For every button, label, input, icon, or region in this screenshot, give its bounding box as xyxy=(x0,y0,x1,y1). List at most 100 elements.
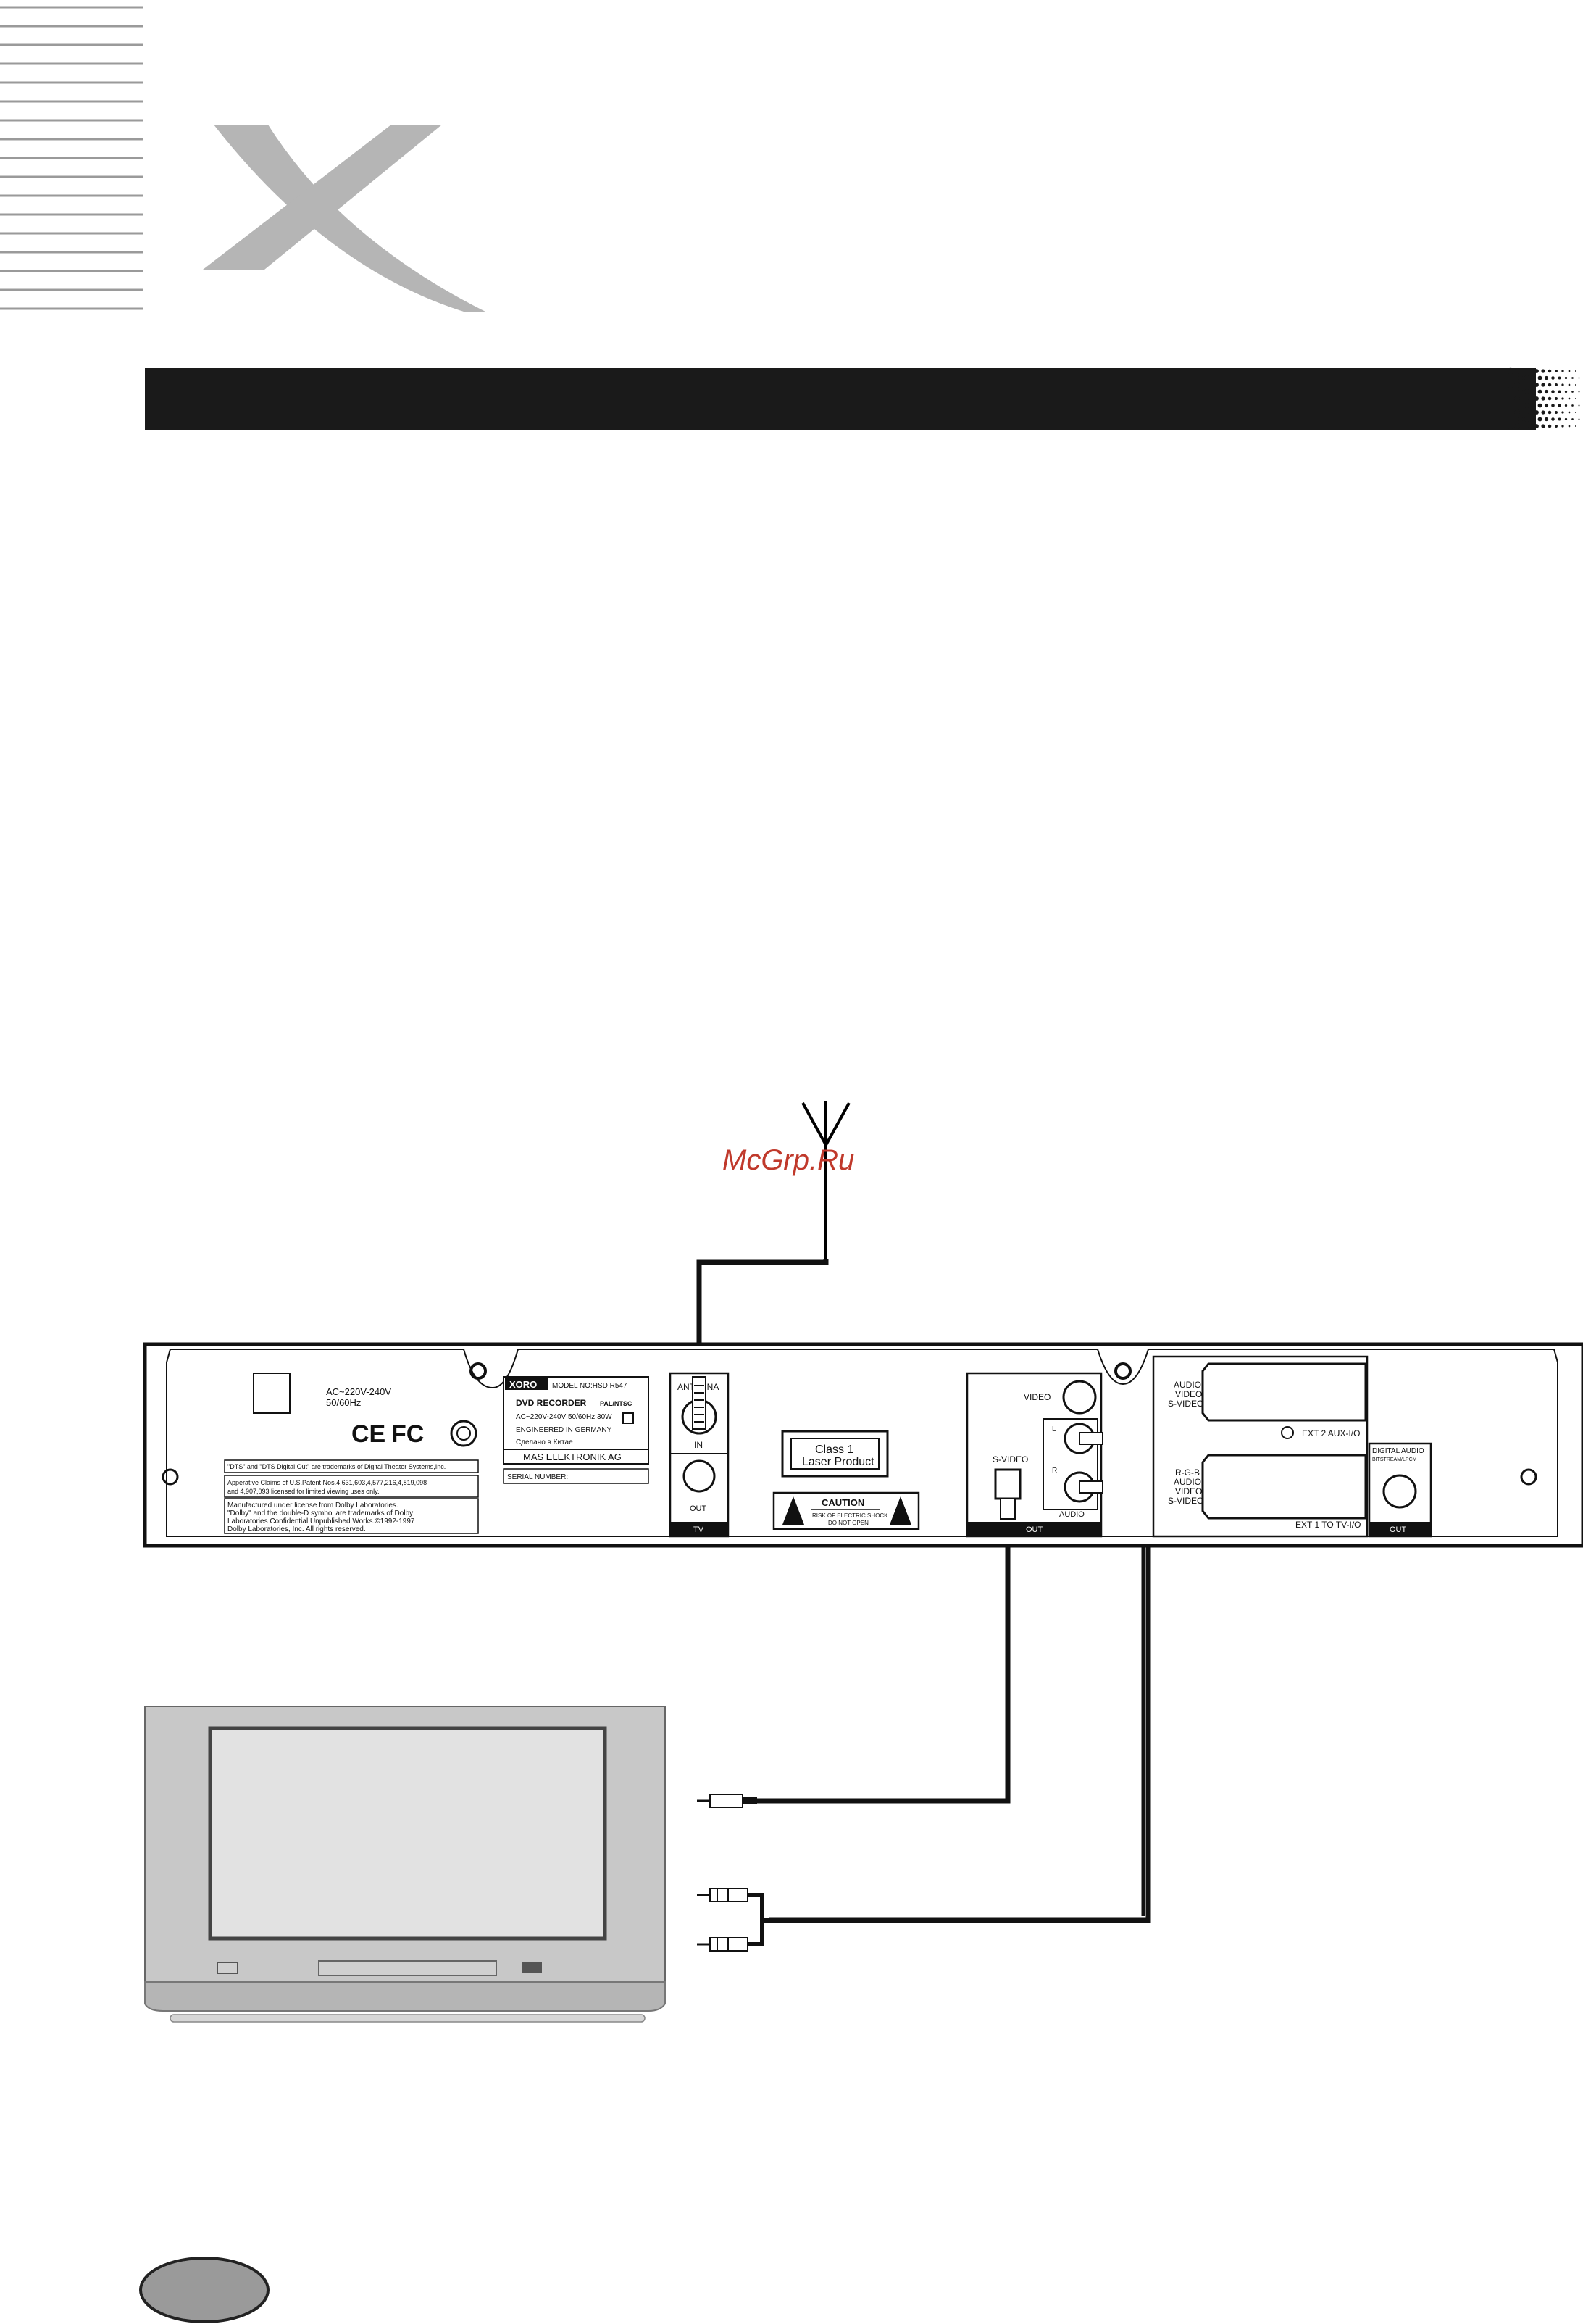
dolby-notice-2: "Dolby" and the double-D symbol are trad… xyxy=(227,1509,413,1517)
page-number-badge xyxy=(139,2257,270,2323)
halftone-dot xyxy=(1524,388,1530,395)
halftone-dot xyxy=(1507,422,1514,430)
made-in-line: Сделано в Китае xyxy=(516,1438,573,1446)
halftone-dot xyxy=(1534,396,1539,401)
halftone-dot xyxy=(1544,403,1549,408)
power-frequency: 50/60Hz xyxy=(326,1397,361,1408)
halftone-dot xyxy=(1537,417,1542,422)
audio-r-label: R xyxy=(1052,1467,1057,1475)
page-header xyxy=(0,6,1580,430)
halftone-dot xyxy=(1571,418,1574,420)
halftone-dot xyxy=(1578,391,1580,393)
halftone-dot xyxy=(1541,369,1545,373)
halftone-dot xyxy=(1575,398,1576,399)
power-rating: AC~220V-240V xyxy=(326,1386,391,1397)
video-out-jack[interactable] xyxy=(1062,1380,1097,1415)
ext1-label: EXT 1 TO TV-I/O xyxy=(1295,1520,1361,1530)
watermark-text: McGrp.Ru xyxy=(722,1144,854,1176)
halftone-dot xyxy=(1517,402,1524,409)
ext1-line-2: AUDIO xyxy=(1174,1477,1201,1487)
caution-title: CAUTION xyxy=(822,1497,864,1508)
halftone-dot xyxy=(1548,383,1552,387)
section-header-bar xyxy=(145,368,1536,430)
halftone-dot xyxy=(1511,416,1517,422)
halftone-dot xyxy=(1548,369,1552,373)
laser-product: Laser Product xyxy=(802,1456,874,1468)
halftone-dot xyxy=(1521,368,1526,374)
halftone-dot xyxy=(1527,409,1533,415)
halftone-dot xyxy=(1555,411,1558,414)
halftone-dot xyxy=(1568,383,1571,386)
halftone-dot xyxy=(1551,390,1555,393)
halftone-dot xyxy=(1531,389,1536,394)
antenna-cable xyxy=(696,1259,829,1377)
ext1-line-3: VIDEO xyxy=(1175,1486,1202,1496)
audio-l-label: L xyxy=(1052,1425,1056,1433)
patent-notice-2: and 4,907,093 licensed for limited viewi… xyxy=(227,1488,379,1495)
ext2-line-1: AUDIO xyxy=(1174,1380,1201,1390)
antenna-out-jack[interactable] xyxy=(682,1459,716,1493)
halftone-dot xyxy=(1564,417,1568,421)
xoro-logo-mark xyxy=(203,125,485,312)
halftone-dot xyxy=(1511,375,1517,381)
antenna-in-label: IN xyxy=(694,1440,703,1450)
brand-logo: XORO xyxy=(509,1379,537,1390)
halftone-dot xyxy=(1524,402,1530,409)
halftone-dot xyxy=(1521,382,1526,388)
halftone-dot xyxy=(1571,404,1574,407)
fc-mark: FC xyxy=(391,1420,424,1448)
audio-cable-split xyxy=(748,1893,769,1946)
av-out-label: OUT xyxy=(1026,1525,1043,1534)
halftone-dot xyxy=(1555,383,1558,386)
halftone-dot xyxy=(1537,375,1542,380)
mount-hole-icon xyxy=(1520,1468,1537,1486)
audio-label: AUDIO xyxy=(1059,1510,1085,1519)
halftone-dot xyxy=(1571,377,1574,379)
model-number: MODEL NO:HSD R547 xyxy=(552,1382,627,1390)
halftone-dot xyxy=(1564,404,1568,407)
ext2-line-3: S-VIDEO xyxy=(1168,1399,1203,1409)
halftone-dot xyxy=(1531,403,1536,408)
ext1-line-1: R-G-B xyxy=(1175,1467,1200,1478)
halftone-dot xyxy=(1551,417,1555,421)
halftone-dot xyxy=(1558,404,1561,407)
halftone-dot xyxy=(1575,425,1576,427)
coaxial-out-jack[interactable] xyxy=(1382,1474,1417,1509)
patent-notice: Apperative Claims of U.S.Patent Nos.4,63… xyxy=(227,1479,427,1486)
recycle-icon xyxy=(450,1420,477,1447)
screw-hole-icon xyxy=(1281,1426,1294,1439)
halftone-dot xyxy=(1548,410,1552,415)
ext1-scart-socket[interactable] xyxy=(1201,1454,1367,1520)
halftone-dot xyxy=(1524,416,1530,422)
halftone-dot xyxy=(1534,424,1539,428)
halftone-dot xyxy=(1558,390,1561,393)
ext2-label: EXT 2 AUX-I/O xyxy=(1302,1428,1360,1438)
caution-open: DO NOT OPEN xyxy=(828,1520,869,1526)
exclamation-warning-icon xyxy=(890,1496,911,1525)
halftone-dot xyxy=(1534,383,1539,387)
halftone-dot xyxy=(1571,391,1574,393)
screw-hole-icon xyxy=(1114,1362,1132,1380)
halftone-dot xyxy=(1561,383,1564,386)
halftone-dot xyxy=(1507,367,1514,375)
halftone-dot xyxy=(1568,370,1571,372)
halftone-dot xyxy=(1517,388,1524,395)
ext2-scart-socket[interactable] xyxy=(1201,1362,1367,1422)
halftone-dot xyxy=(1541,396,1545,401)
halftone-dot xyxy=(1507,381,1514,388)
video-label: VIDEO xyxy=(1024,1392,1051,1402)
halftone-dot xyxy=(1561,370,1564,372)
halftone-dot xyxy=(1521,396,1526,401)
audio-cable-right xyxy=(1101,1485,1145,1916)
halftone-dot xyxy=(1531,375,1536,380)
halftone-dot xyxy=(1531,417,1536,422)
power-socket xyxy=(253,1373,291,1414)
ce-mark: CE xyxy=(351,1420,385,1448)
svideo-out-jack[interactable] xyxy=(994,1468,1022,1500)
halftone-dot xyxy=(1527,382,1533,388)
halftone-dot xyxy=(1544,417,1549,422)
halftone-dot xyxy=(1551,404,1555,407)
tv-stand xyxy=(144,1981,666,2012)
halftone-dot xyxy=(1548,396,1552,401)
